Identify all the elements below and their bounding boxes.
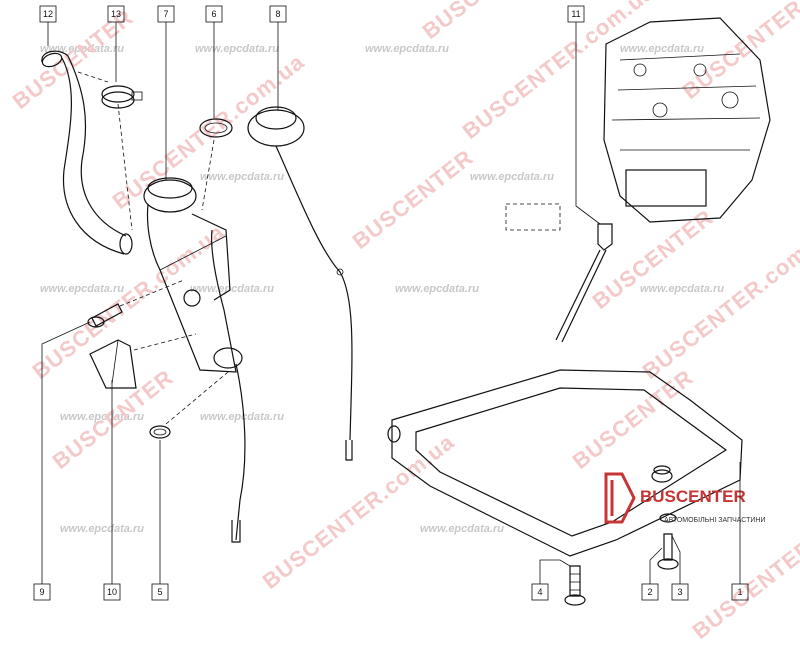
watermark-bus: BUSCENTER [688, 534, 800, 644]
watermark-epc: www.epcdata.ru [200, 171, 284, 183]
callout-label: 10 [107, 587, 117, 597]
watermark-epc: www.epcdata.ru [200, 411, 284, 423]
watermark-epc: www.epcdata.ru [40, 283, 124, 295]
watermark-bus: BUSCENTER [588, 204, 718, 314]
callout-7: 7 [157, 5, 175, 23]
callout-3: 3 [671, 583, 689, 601]
watermark-epc: www.epcdata.ru [195, 43, 279, 55]
buscenter-logo: BUSCENTER АВТОМОБІЛЬНІ ЗАПЧАСТИНИ [604, 472, 765, 524]
callout-label: 3 [677, 587, 682, 597]
watermark-site: BUSCENTER.com.ua [458, 0, 659, 144]
watermark-epc: www.epcdata.ru [60, 523, 144, 535]
callout-6: 6 [205, 5, 223, 23]
watermark-epc: www.epcdata.ru [640, 283, 724, 295]
callout-label: 7 [163, 9, 168, 19]
watermark-bus: BUSCENTER [348, 144, 478, 254]
callout-label: 6 [211, 9, 216, 19]
watermark-epc: www.epcdata.ru [190, 283, 274, 295]
callout-label: 13 [111, 9, 121, 19]
callout-13: 13 [107, 5, 125, 23]
watermark-layer: www.epcdata.ru www.epcdata.ru www.epcdat… [8, 0, 800, 644]
callout-label: 4 [537, 587, 542, 597]
callout-2: 2 [641, 583, 659, 601]
callout-1: 1 [731, 583, 749, 601]
small-o-ring-part [149, 371, 229, 439]
watermark-epc: www.epcdata.ru [60, 411, 144, 423]
hose-part [41, 50, 133, 255]
watermark-epc: www.epcdata.ru [620, 43, 704, 55]
callout-label: 8 [275, 9, 280, 19]
callout-11: 11 [567, 5, 585, 23]
callout-label: 12 [43, 9, 53, 19]
watermark-epc: www.epcdata.ru [470, 171, 554, 183]
pan-bolt-part [564, 565, 586, 606]
watermark-bus: BUSCENTER [418, 0, 548, 44]
logo-name: BUSCENTER [640, 487, 746, 506]
clamp-part [101, 85, 143, 109]
engine-illustration [603, 17, 771, 223]
callout-label: 9 [39, 587, 44, 597]
callout-10: 10 [103, 583, 121, 601]
callout-4: 4 [531, 583, 549, 601]
callout-8: 8 [269, 5, 287, 23]
callout-label: 1 [737, 587, 742, 597]
dipstick-part [247, 106, 353, 461]
callout-label: 5 [157, 587, 162, 597]
watermark-bus: BUSCENTER [8, 4, 138, 114]
watermark-epc: www.epcdata.ru [395, 283, 479, 295]
callout-label: 2 [647, 587, 652, 597]
watermark-epc: www.epcdata.ru [365, 43, 449, 55]
callout-label: 11 [571, 9, 580, 19]
filler-neck-part [143, 177, 243, 373]
lower-dipstick-part [231, 363, 246, 543]
callout-9: 9 [33, 583, 51, 601]
o-ring-part [199, 118, 233, 211]
drain-plug-part [657, 513, 679, 570]
heat-shield-part [89, 333, 197, 389]
callout-leaders [41, 22, 741, 584]
callout-5: 5 [151, 583, 169, 601]
watermark-epc: www.epcdata.ru [420, 523, 504, 535]
callout-12: 12 [39, 5, 57, 23]
dipstick-guide-part [505, 203, 613, 343]
logo-tagline: АВТОМОБІЛЬНІ ЗАПЧАСТИНИ [664, 517, 765, 524]
watermark-bus: BUSCENTER [568, 364, 698, 474]
watermark-site: BUSCENTER.com.ua [258, 429, 459, 594]
bolt-part [87, 279, 185, 328]
logo-mark [604, 472, 636, 524]
